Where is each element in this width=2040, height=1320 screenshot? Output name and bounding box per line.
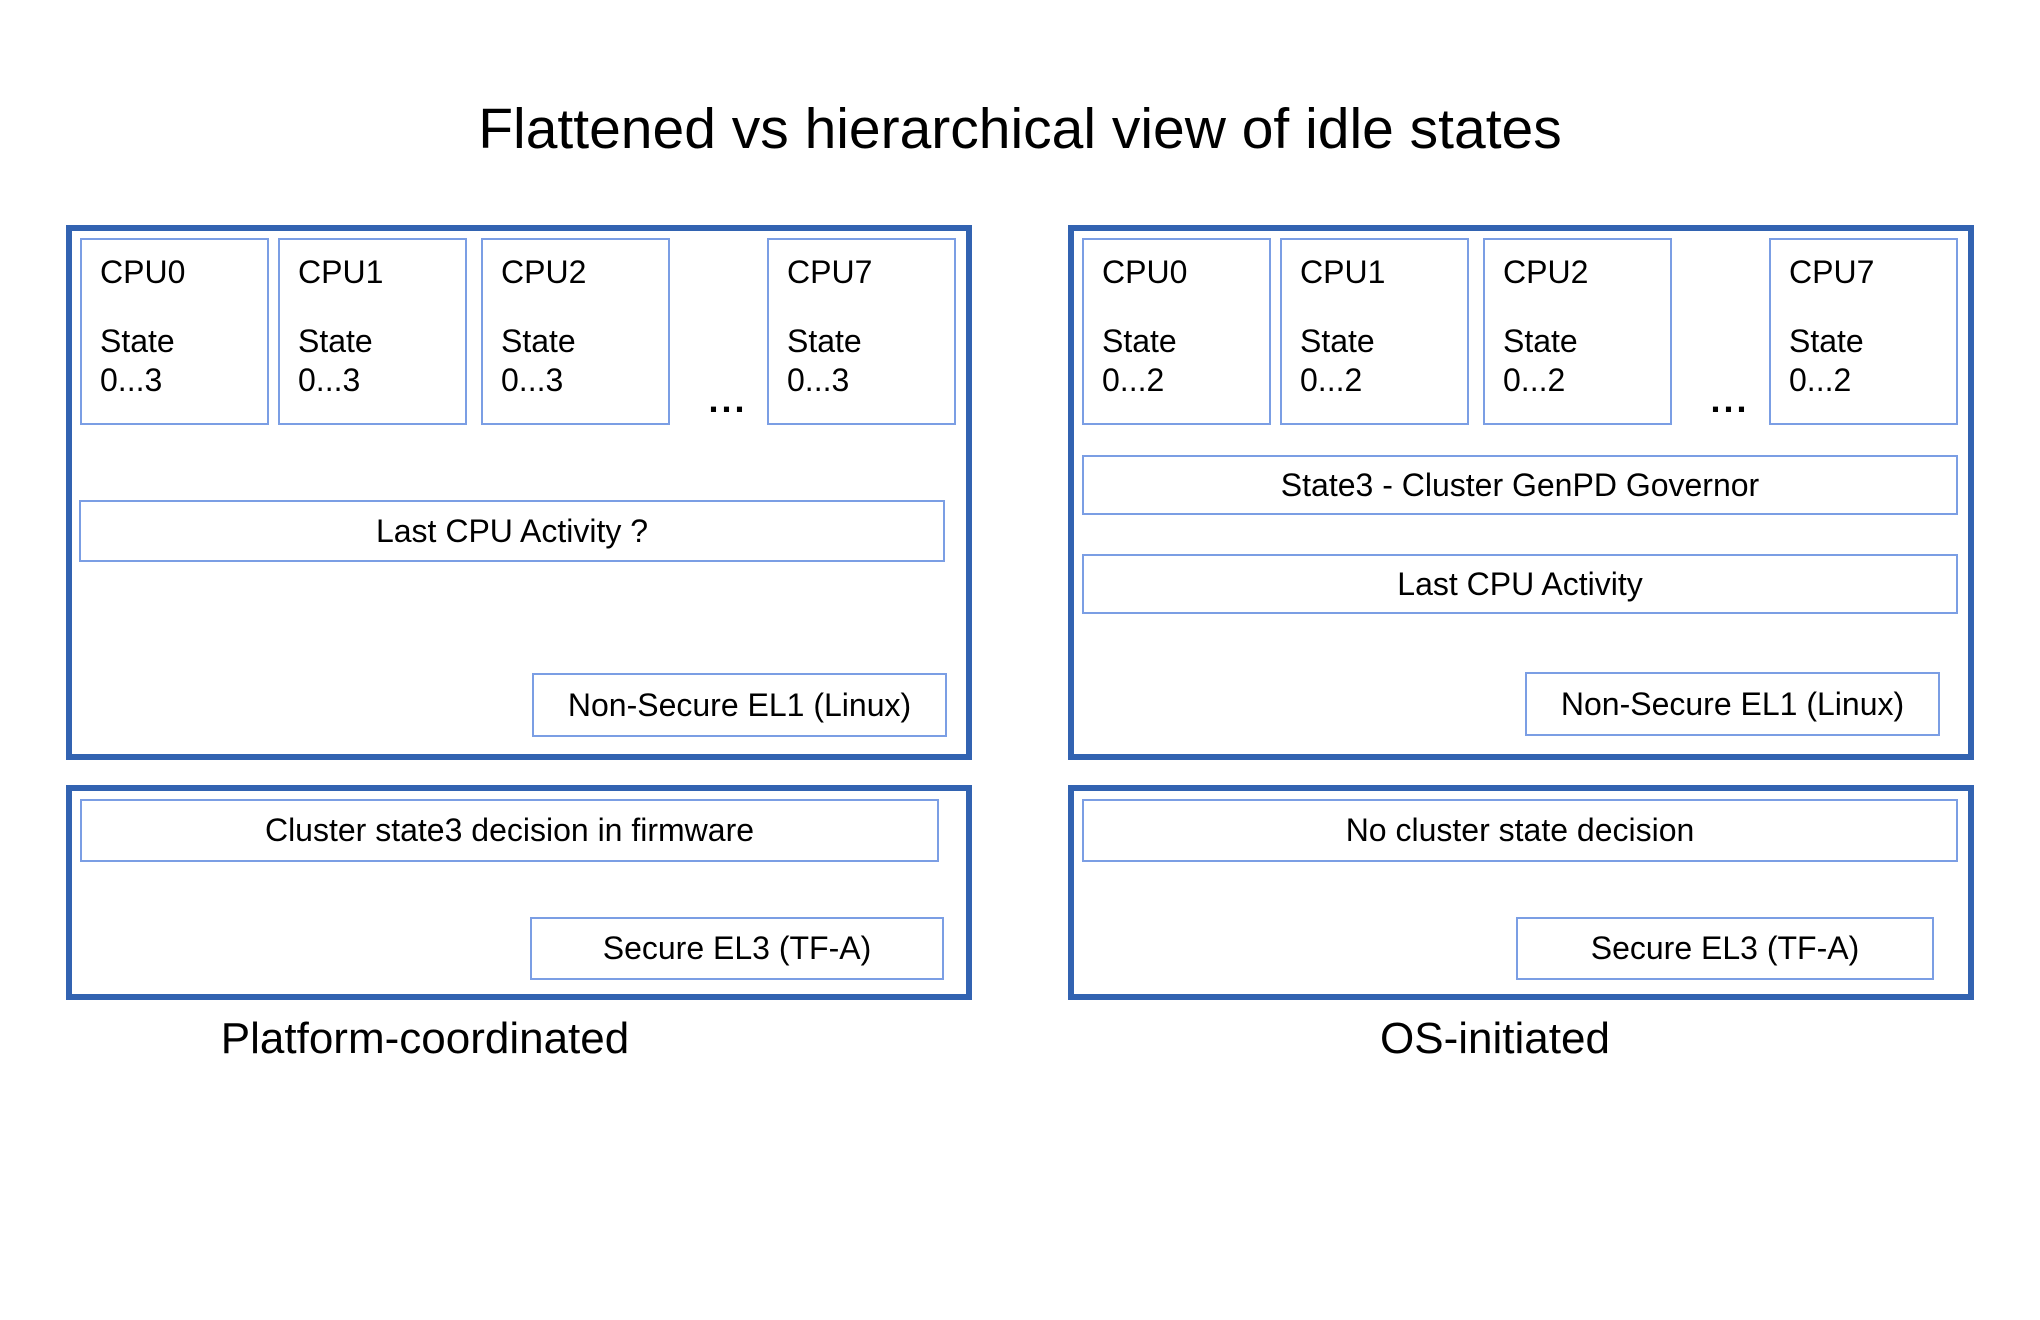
cpu-state: State 0...3 xyxy=(100,322,267,399)
cpu-box-cpu0: CPU0 State 0...2 xyxy=(1082,238,1271,425)
caption-os-initiated: OS-initiated xyxy=(1380,1014,1610,1063)
panel-platform-nonsecure: CPU0 State 0...3 CPU1 State 0...3 CPU2 S… xyxy=(66,225,972,760)
cpu-state-range: 0...2 xyxy=(1300,361,1363,398)
cpu-state: State 0...2 xyxy=(1102,322,1269,399)
non-secure-el1-box: Non-Secure EL1 (Linux) xyxy=(1525,672,1940,736)
last-cpu-activity-box: Last CPU Activity xyxy=(1082,554,1958,614)
caption-platform-coordinated: Platform-coordinated xyxy=(220,1014,630,1063)
cpu-box-cpu0: CPU0 State 0...3 xyxy=(80,238,269,425)
cpu-name: CPU0 xyxy=(100,254,186,290)
panel-os-secure: No cluster state decision Secure EL3 (TF… xyxy=(1068,785,1974,1000)
cpu-state-label: State xyxy=(1503,323,1578,360)
cpu-ellipsis: ... xyxy=(708,379,748,420)
cpu-name: CPU7 xyxy=(1789,254,1875,290)
cpu-state-label: State xyxy=(298,323,373,360)
cluster-genpd-governor-box: State3 - Cluster GenPD Governor xyxy=(1082,455,1958,515)
cpu-box-cpu2: CPU2 State 0...3 xyxy=(481,238,670,425)
cpu-state-range: 0...3 xyxy=(501,361,564,398)
cpu-state: State 0...3 xyxy=(501,322,668,399)
cpu-state-label: State xyxy=(501,323,576,360)
cpu-name: CPU1 xyxy=(298,254,384,290)
slide-title: Flattened vs hierarchical view of idle s… xyxy=(478,97,1562,161)
cluster-decision-box: No cluster state decision xyxy=(1082,799,1958,862)
cpu-box-cpu7: CPU7 State 0...2 xyxy=(1769,238,1958,425)
secure-el3-box: Secure EL3 (TF-A) xyxy=(1516,917,1934,980)
last-cpu-activity-box: Last CPU Activity ? xyxy=(79,500,945,562)
non-secure-el1-box: Non-Secure EL1 (Linux) xyxy=(532,673,947,737)
cpu-box-cpu1: CPU1 State 0...2 xyxy=(1280,238,1469,425)
cpu-state: State 0...3 xyxy=(298,322,465,399)
cpu-name: CPU1 xyxy=(1300,254,1386,290)
cpu-state-range: 0...2 xyxy=(1789,361,1852,398)
panel-platform-secure: Cluster state3 decision in firmware Secu… xyxy=(66,785,972,1000)
cpu-state-range: 0...3 xyxy=(787,361,850,398)
cpu-state-label: State xyxy=(1789,323,1864,360)
cpu-state-range: 0...2 xyxy=(1503,361,1566,398)
cpu-state-label: State xyxy=(100,323,175,360)
cpu-state-range: 0...2 xyxy=(1102,361,1165,398)
cpu-state-label: State xyxy=(1102,323,1177,360)
cpu-state: State 0...2 xyxy=(1789,322,1956,399)
panel-os-nonsecure: CPU0 State 0...2 CPU1 State 0...2 CPU2 S… xyxy=(1068,225,1974,760)
cpu-state-range: 0...3 xyxy=(298,361,361,398)
cpu-state-label: State xyxy=(787,323,862,360)
cpu-box-cpu7: CPU7 State 0...3 xyxy=(767,238,956,425)
cpu-state-range: 0...3 xyxy=(100,361,163,398)
cluster-decision-box: Cluster state3 decision in firmware xyxy=(80,799,939,862)
cpu-state: State 0...3 xyxy=(787,322,954,399)
cpu-box-cpu2: CPU2 State 0...2 xyxy=(1483,238,1672,425)
cpu-ellipsis: ... xyxy=(1710,379,1750,420)
cpu-name: CPU2 xyxy=(501,254,587,290)
cpu-name: CPU0 xyxy=(1102,254,1188,290)
secure-el3-box: Secure EL3 (TF-A) xyxy=(530,917,944,980)
cpu-state: State 0...2 xyxy=(1503,322,1670,399)
cpu-state: State 0...2 xyxy=(1300,322,1467,399)
cpu-state-label: State xyxy=(1300,323,1375,360)
cpu-name: CPU7 xyxy=(787,254,873,290)
cpu-name: CPU2 xyxy=(1503,254,1589,290)
cpu-box-cpu1: CPU1 State 0...3 xyxy=(278,238,467,425)
